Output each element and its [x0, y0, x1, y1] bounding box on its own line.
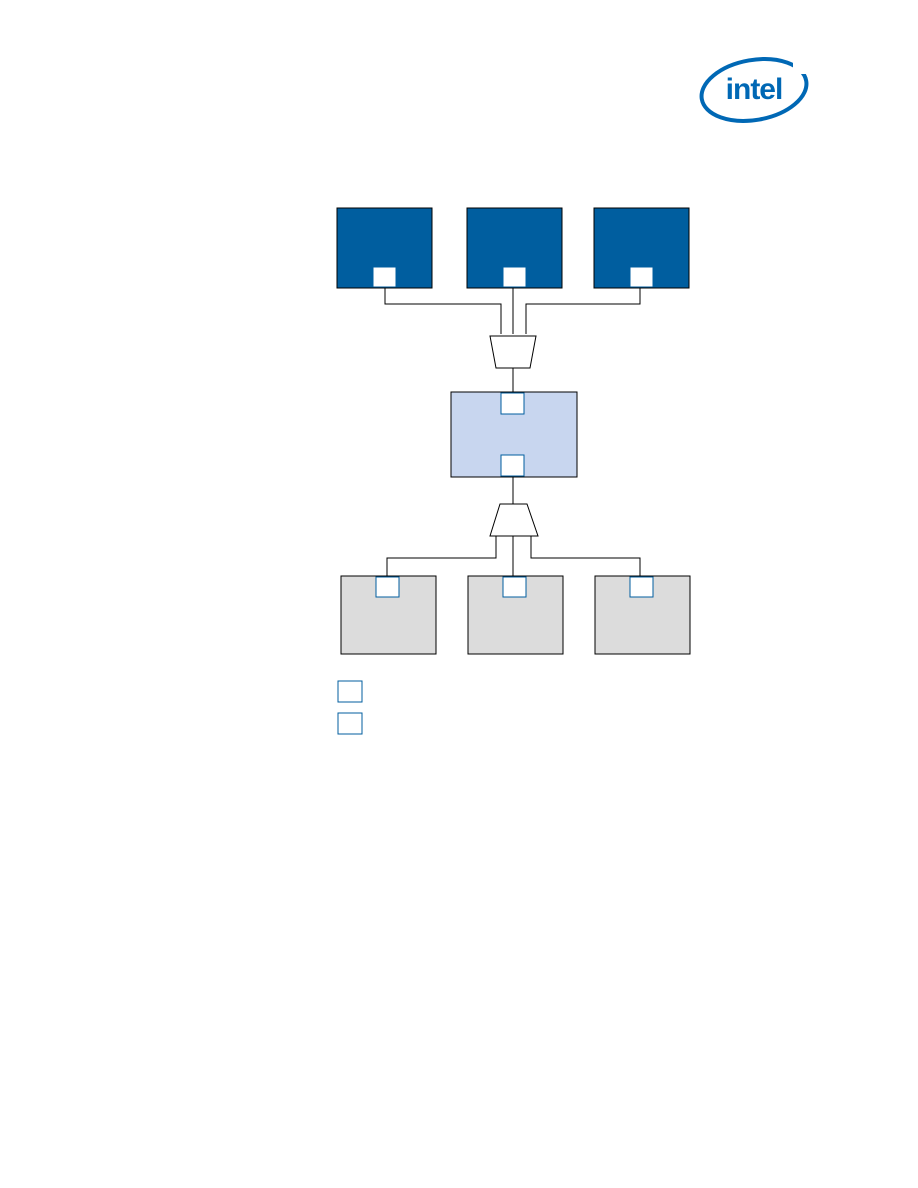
port [502, 576, 527, 598]
center-block [450, 391, 578, 478]
intel-logo: intel [699, 57, 811, 123]
connector-host-3 [525, 286, 641, 334]
port [500, 454, 525, 477]
port [502, 266, 527, 288]
connector-agent-3 [530, 536, 641, 576]
connector-host-1 [384, 286, 502, 334]
top-block-2 [466, 207, 563, 289]
upper-mux [489, 335, 537, 369]
bottom-block-3 [594, 575, 691, 655]
bottom-block-2 [467, 575, 564, 655]
lower-connections [386, 477, 641, 576]
legend-item [337, 680, 363, 703]
bottom-block-1 [340, 575, 437, 655]
port [500, 392, 525, 415]
top-block-3 [593, 207, 690, 289]
logo-cutout [793, 58, 811, 74]
port [375, 576, 400, 598]
top-block-1 [336, 207, 433, 289]
logo-swoosh [699, 57, 809, 123]
port [629, 576, 654, 598]
legend-item [337, 712, 363, 735]
port [372, 266, 397, 288]
logo-wordmark: intel [726, 73, 783, 106]
port [629, 266, 654, 288]
legend [337, 680, 363, 735]
lower-mux [489, 503, 539, 537]
upper-connections [384, 286, 641, 392]
connector-agent-1 [386, 536, 497, 576]
